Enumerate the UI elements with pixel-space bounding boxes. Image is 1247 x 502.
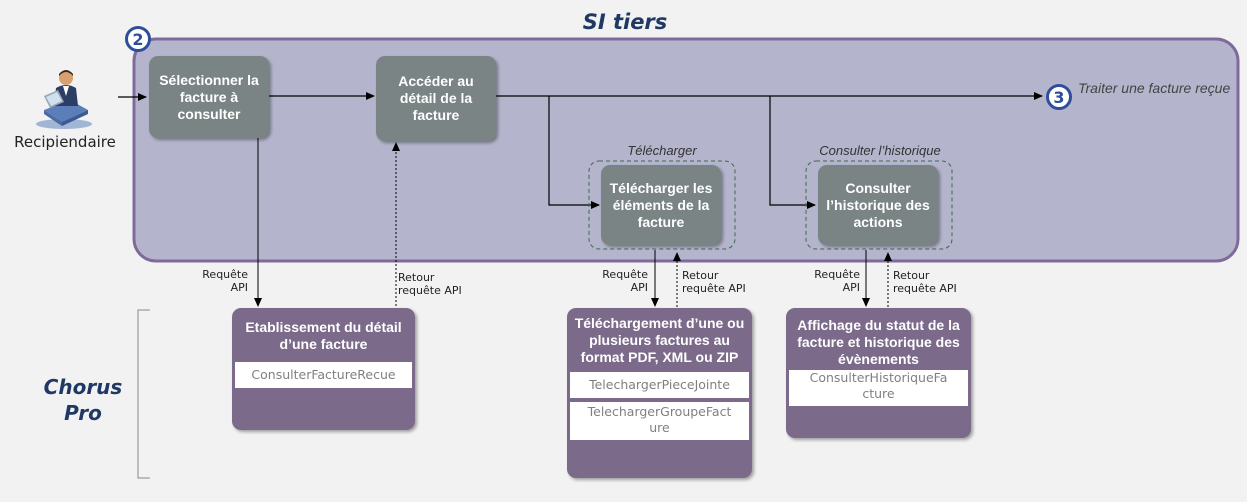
return-api-label-download: Retour requête API bbox=[682, 269, 746, 295]
request-api-label-detail: Requête API bbox=[202, 268, 248, 294]
history-group-outline bbox=[805, 160, 953, 250]
download-group-outline bbox=[588, 160, 736, 250]
user-at-computer-icon bbox=[30, 66, 98, 130]
api-telecharger-piece-jointe[interactable]: TelechargerPieceJointe bbox=[570, 372, 749, 398]
service-invoice-detail-title: Etablissement du détail d’une facture bbox=[245, 319, 402, 352]
service-invoice-download-title: Téléchargement d’une ou plusieurs factur… bbox=[574, 315, 745, 365]
arrow-to-download bbox=[548, 96, 600, 209]
api-consulter-historique-facture[interactable]: ConsulterHistoriqueFacture bbox=[789, 370, 968, 406]
request-api-label-download: Requête API bbox=[602, 268, 648, 294]
next-step-label: Traiter une facture reçue bbox=[1078, 80, 1231, 96]
service-invoice-download: Téléchargement d’une ou plusieurs factur… bbox=[567, 308, 752, 478]
step-download-invoice-elements[interactable]: Télécharger les éléments de la facture bbox=[601, 165, 721, 245]
return-api-label-history: Retour requête API bbox=[893, 269, 957, 295]
step-access-invoice-detail[interactable]: Accéder au détail de la facture bbox=[376, 56, 496, 141]
return-api-label-detail: Retour requête API bbox=[398, 271, 462, 297]
api-consulter-facture-recue[interactable]: ConsulterFactureRecue bbox=[235, 362, 412, 388]
history-group-label: Consulter l’historique bbox=[819, 143, 941, 158]
service-invoice-history: Affichage du statut de la facture et his… bbox=[786, 308, 971, 438]
api-telecharger-groupe-facture[interactable]: TelechargerGroupeFacture bbox=[570, 402, 749, 440]
chorus-pro-label: Chorus Pro bbox=[43, 375, 123, 425]
service-invoice-history-title: Affichage du statut de la facture et his… bbox=[797, 317, 960, 367]
request-api-label-history: Requête API bbox=[814, 268, 860, 294]
step-2-badge: 2 bbox=[125, 26, 151, 52]
actor-label: Recipiendaire bbox=[14, 133, 116, 151]
service-invoice-detail: Etablissement du détail d’une facture Co… bbox=[232, 308, 415, 430]
arrow-to-history bbox=[769, 96, 816, 209]
step-3-badge: 3 bbox=[1046, 84, 1072, 110]
si-tiers-title: SI tiers bbox=[582, 10, 668, 34]
chorus-pro-bracket bbox=[137, 309, 150, 479]
download-group-label: Télécharger bbox=[627, 143, 697, 158]
step-select-invoice[interactable]: Sélectionner la facture à consulter bbox=[149, 56, 269, 138]
step-consult-history[interactable]: Consulter l’historique des actions bbox=[818, 165, 938, 245]
